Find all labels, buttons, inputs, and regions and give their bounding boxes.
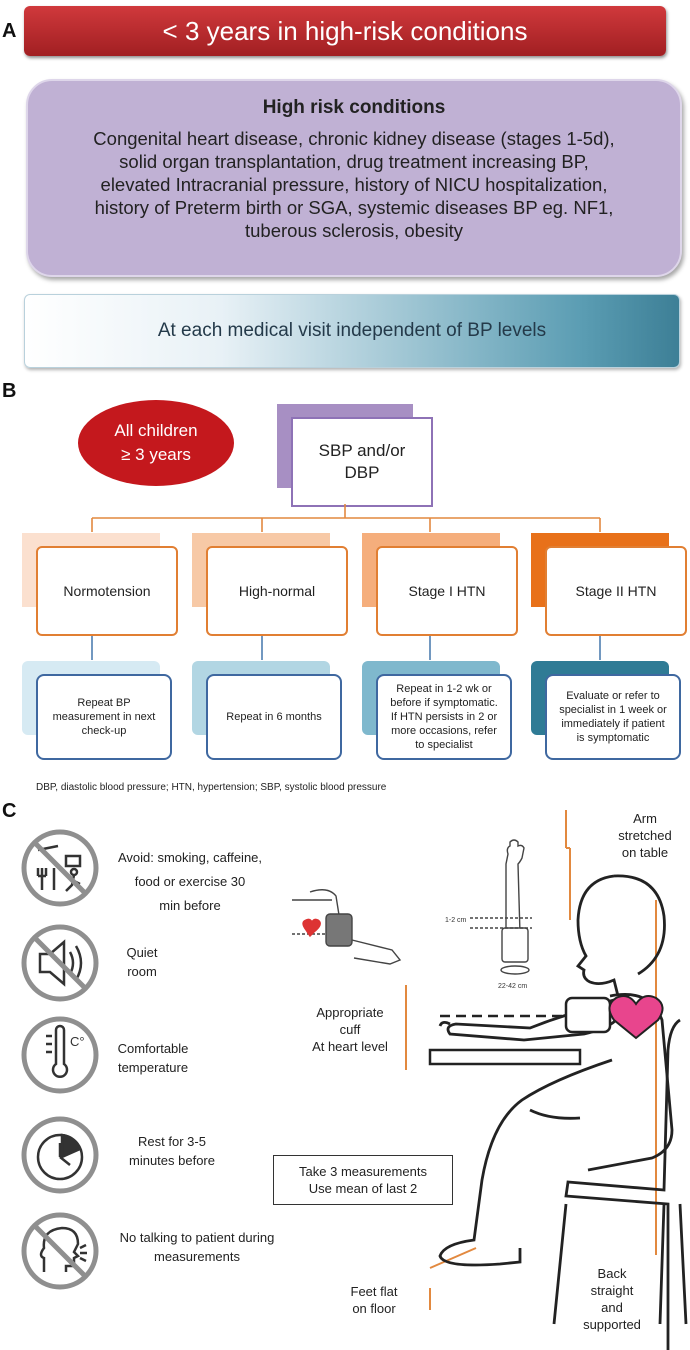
panel-a-letter: A (2, 20, 17, 42)
age-title-banner: < 3 years in high-risk conditions (24, 6, 666, 56)
label-line: Back (597, 1266, 627, 1281)
sbp-line: SBP and/or (318, 441, 406, 460)
risk-line: tuberous sclerosis, obesity (245, 220, 463, 241)
measure-line: Take 3 measurements (299, 1164, 427, 1179)
cuff-inset-arm (470, 839, 532, 975)
item-line: Avoid: smoking, caffeine, (117, 850, 263, 865)
action-line: Evaluate or refer to (566, 690, 660, 702)
action-line: immediately if patient (561, 718, 665, 730)
dim-label-2: 22-42 cm (498, 983, 527, 990)
item-line: min before (159, 898, 221, 913)
action-line: before if symptomatic. (390, 697, 498, 709)
label-line: At heart level (312, 1039, 388, 1054)
no-talking-icon (39, 1226, 87, 1272)
back-label: Back straight and supported (576, 1265, 648, 1333)
child-figure (438, 874, 674, 1267)
item-line: Rest for 3-5 (138, 1134, 206, 1149)
rest-text: Rest for 3-5 minutes before (122, 1132, 222, 1170)
risk-line: history of Preterm birth or SGA, systemi… (94, 197, 614, 218)
ellipse-line: ≥ 3 years (121, 445, 191, 464)
action-line: If HTN persists in 2 or (390, 711, 498, 723)
action-line: Repeat BP (77, 697, 131, 709)
no-talking-text: No talking to patient during measurement… (106, 1228, 288, 1266)
label-line: supported (583, 1317, 641, 1332)
precaution-icons: C° (21, 829, 99, 1290)
action-line: Repeat in 1-2 wk or (396, 683, 492, 695)
cuff-inset-left (292, 889, 402, 965)
label-line: on table (621, 845, 669, 860)
abbreviations-footnote: DBP, diastolic blood pressure; HTN, hype… (36, 782, 387, 793)
stage2-htn-box: Stage II HTN (545, 546, 687, 636)
action-line: measurement in next (52, 711, 156, 723)
heart-icon (608, 995, 664, 1040)
celsius-symbol: C° (70, 1034, 85, 1049)
item-line: Quiet (126, 945, 158, 960)
all-children-ellipse: All children ≥ 3 years (78, 400, 234, 486)
avoid-text: Avoid: smoking, caffeine, food or exerci… (104, 848, 276, 915)
action-line: check-up (81, 725, 127, 737)
item-line: food or exercise 30 (134, 874, 246, 889)
sbp-line: DBP (344, 463, 380, 482)
item-line: temperature (117, 1060, 189, 1075)
risk-line: elevated Intracranial pressure, history … (100, 174, 608, 195)
high-normal-action-box: Repeat in 6 months (206, 674, 342, 760)
item-line: measurements (154, 1249, 240, 1264)
risk-line: Congenital heart disease, chronic kidney… (93, 128, 615, 149)
action-line: to specialist (415, 739, 473, 751)
item-line: minutes before (129, 1153, 215, 1168)
normotension-action-box: Repeat BP measurement in next check-up (36, 674, 172, 760)
feet-label: Feet flat on floor (340, 1283, 408, 1317)
ellipse-line: All children (114, 421, 198, 440)
measurement-illustration: 1-2 cm 22-42 cm (292, 810, 688, 1350)
stage1-htn-box: Stage I HTN (376, 546, 518, 636)
flowchart-connectors (91, 504, 601, 660)
clock-icon (36, 1133, 84, 1181)
thermometer-icon (46, 1024, 69, 1078)
temperature-text: Comfortable temperature (106, 1039, 200, 1077)
label-line: stretched (618, 828, 672, 843)
high-normal-box: High-normal (206, 546, 348, 636)
high-risk-conditions-box: High risk conditions Congenital heart di… (26, 79, 682, 277)
label-line: Arm (633, 811, 657, 826)
stage1-action-box: Repeat in 1-2 wk or before if symptomati… (376, 674, 512, 760)
label-line: on floor (352, 1301, 396, 1316)
cuff-label: Appropriate cuff At heart level (300, 1004, 400, 1055)
visit-frequency-banner: At each medical visit independent of BP … (24, 294, 680, 368)
item-line: room (127, 964, 157, 979)
panel-b-letter: B (2, 380, 17, 402)
arm-label: Arm stretched on table (612, 810, 678, 861)
label-line: Feet flat (350, 1284, 398, 1299)
measure-line: Use mean of last 2 (308, 1181, 418, 1196)
chair (552, 1018, 688, 1350)
quiet-room-text: Quiet room (110, 943, 174, 981)
risk-list: Congenital heart disease, chronic kidney… (28, 127, 680, 242)
risk-heading: High risk conditions (262, 97, 446, 118)
table (428, 1048, 582, 1066)
action-line: is symptomatic (576, 732, 650, 744)
action-line: more occasions, refer (391, 725, 497, 737)
item-line: Comfortable (117, 1041, 189, 1056)
sbp-dbp-box: SBP and/or DBP (291, 417, 433, 507)
normotension-box: Normotension (36, 546, 178, 636)
panel-c-letter: C (2, 800, 17, 822)
label-line: Appropriate (316, 1005, 384, 1020)
label-line: straight (590, 1283, 634, 1298)
item-line: No talking to patient during (119, 1230, 275, 1245)
label-line: and (601, 1300, 623, 1315)
risk-line: solid organ transplantation, drug treatm… (119, 151, 589, 172)
label-line: cuff (339, 1022, 361, 1037)
action-line: Repeat in 6 months (226, 711, 322, 723)
cuff (564, 996, 612, 1034)
dim-label-1: 1-2 cm (445, 917, 467, 924)
stage2-action-box: Evaluate or refer to specialist in 1 wee… (545, 674, 681, 760)
measurement-instruction-box: Take 3 measurements Use mean of last 2 (273, 1155, 453, 1205)
action-line: specialist in 1 week or (559, 704, 667, 716)
